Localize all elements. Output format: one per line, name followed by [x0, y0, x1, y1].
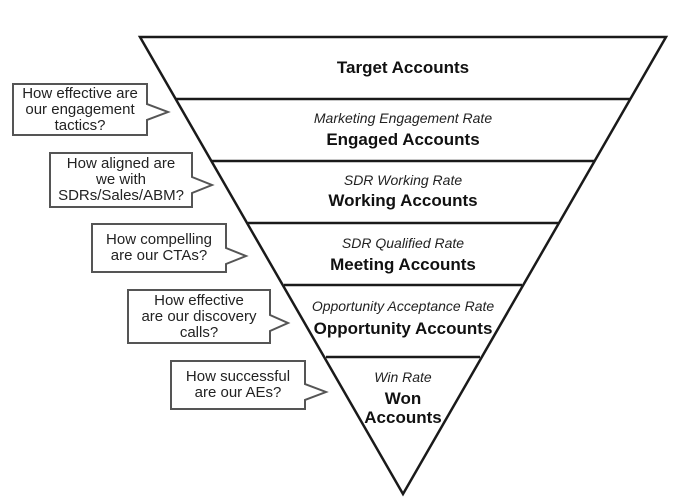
stage-target-accounts: Target Accounts: [336, 58, 470, 77]
stage-opportunity-accounts: Opportunity Accounts: [313, 319, 493, 338]
question-1-line-3: tactics?: [54, 117, 106, 134]
stage-won-line2: Accounts: [364, 408, 442, 427]
question-4-line-3: calls?: [179, 324, 219, 341]
question-bubble-2: [49, 152, 215, 208]
stage-won-line1: Won: [384, 389, 422, 408]
question-bubble-4: [127, 289, 291, 344]
question-5-line-2: are our AEs?: [194, 384, 282, 401]
question-3-line-1: How compelling: [106, 231, 212, 248]
question-5-line-1: How successful: [185, 368, 291, 385]
question-bubble-3: [91, 223, 249, 273]
stage-working-accounts: Working Accounts: [328, 191, 478, 210]
funnel-outline: [137, 35, 669, 497]
question-4-line-2: are our discovery: [141, 308, 257, 325]
question-bubble-5: [170, 360, 329, 410]
question-3-line-2: are our CTAs?: [110, 247, 208, 264]
question-4-line-1: How effective: [154, 292, 244, 309]
rate-sdr-working: SDR Working Rate: [343, 172, 463, 188]
rate-sdr-qualified: SDR Qualified Rate: [341, 235, 465, 251]
stage-meeting-accounts: Meeting Accounts: [330, 255, 476, 274]
question-text-4: How effective are our discovery calls?: [128, 293, 270, 341]
rate-opportunity-acceptance: Opportunity Acceptance Rate: [311, 298, 495, 314]
question-text-1: How effective are our engagement tactics…: [13, 86, 147, 134]
question-text-2: How aligned are we with SDRs/Sales/ABM?: [50, 156, 192, 204]
question-2-line-2: we with: [95, 171, 147, 188]
question-2-line-3: SDRs/Sales/ABM?: [58, 187, 184, 204]
rate-win: Win Rate: [374, 369, 432, 385]
question-bubble-1: [12, 83, 171, 136]
stage-engaged-accounts: Engaged Accounts: [326, 130, 480, 149]
question-2-line-1: How aligned are: [66, 155, 176, 172]
question-text-3: How compelling are our CTAs?: [92, 232, 226, 264]
question-1-line-1: How effective are: [22, 85, 138, 102]
question-1-line-2: our engagement: [25, 101, 135, 118]
rate-marketing-engagement: Marketing Engagement Rate: [313, 110, 493, 126]
question-text-5: How successful are our AEs?: [171, 369, 305, 401]
